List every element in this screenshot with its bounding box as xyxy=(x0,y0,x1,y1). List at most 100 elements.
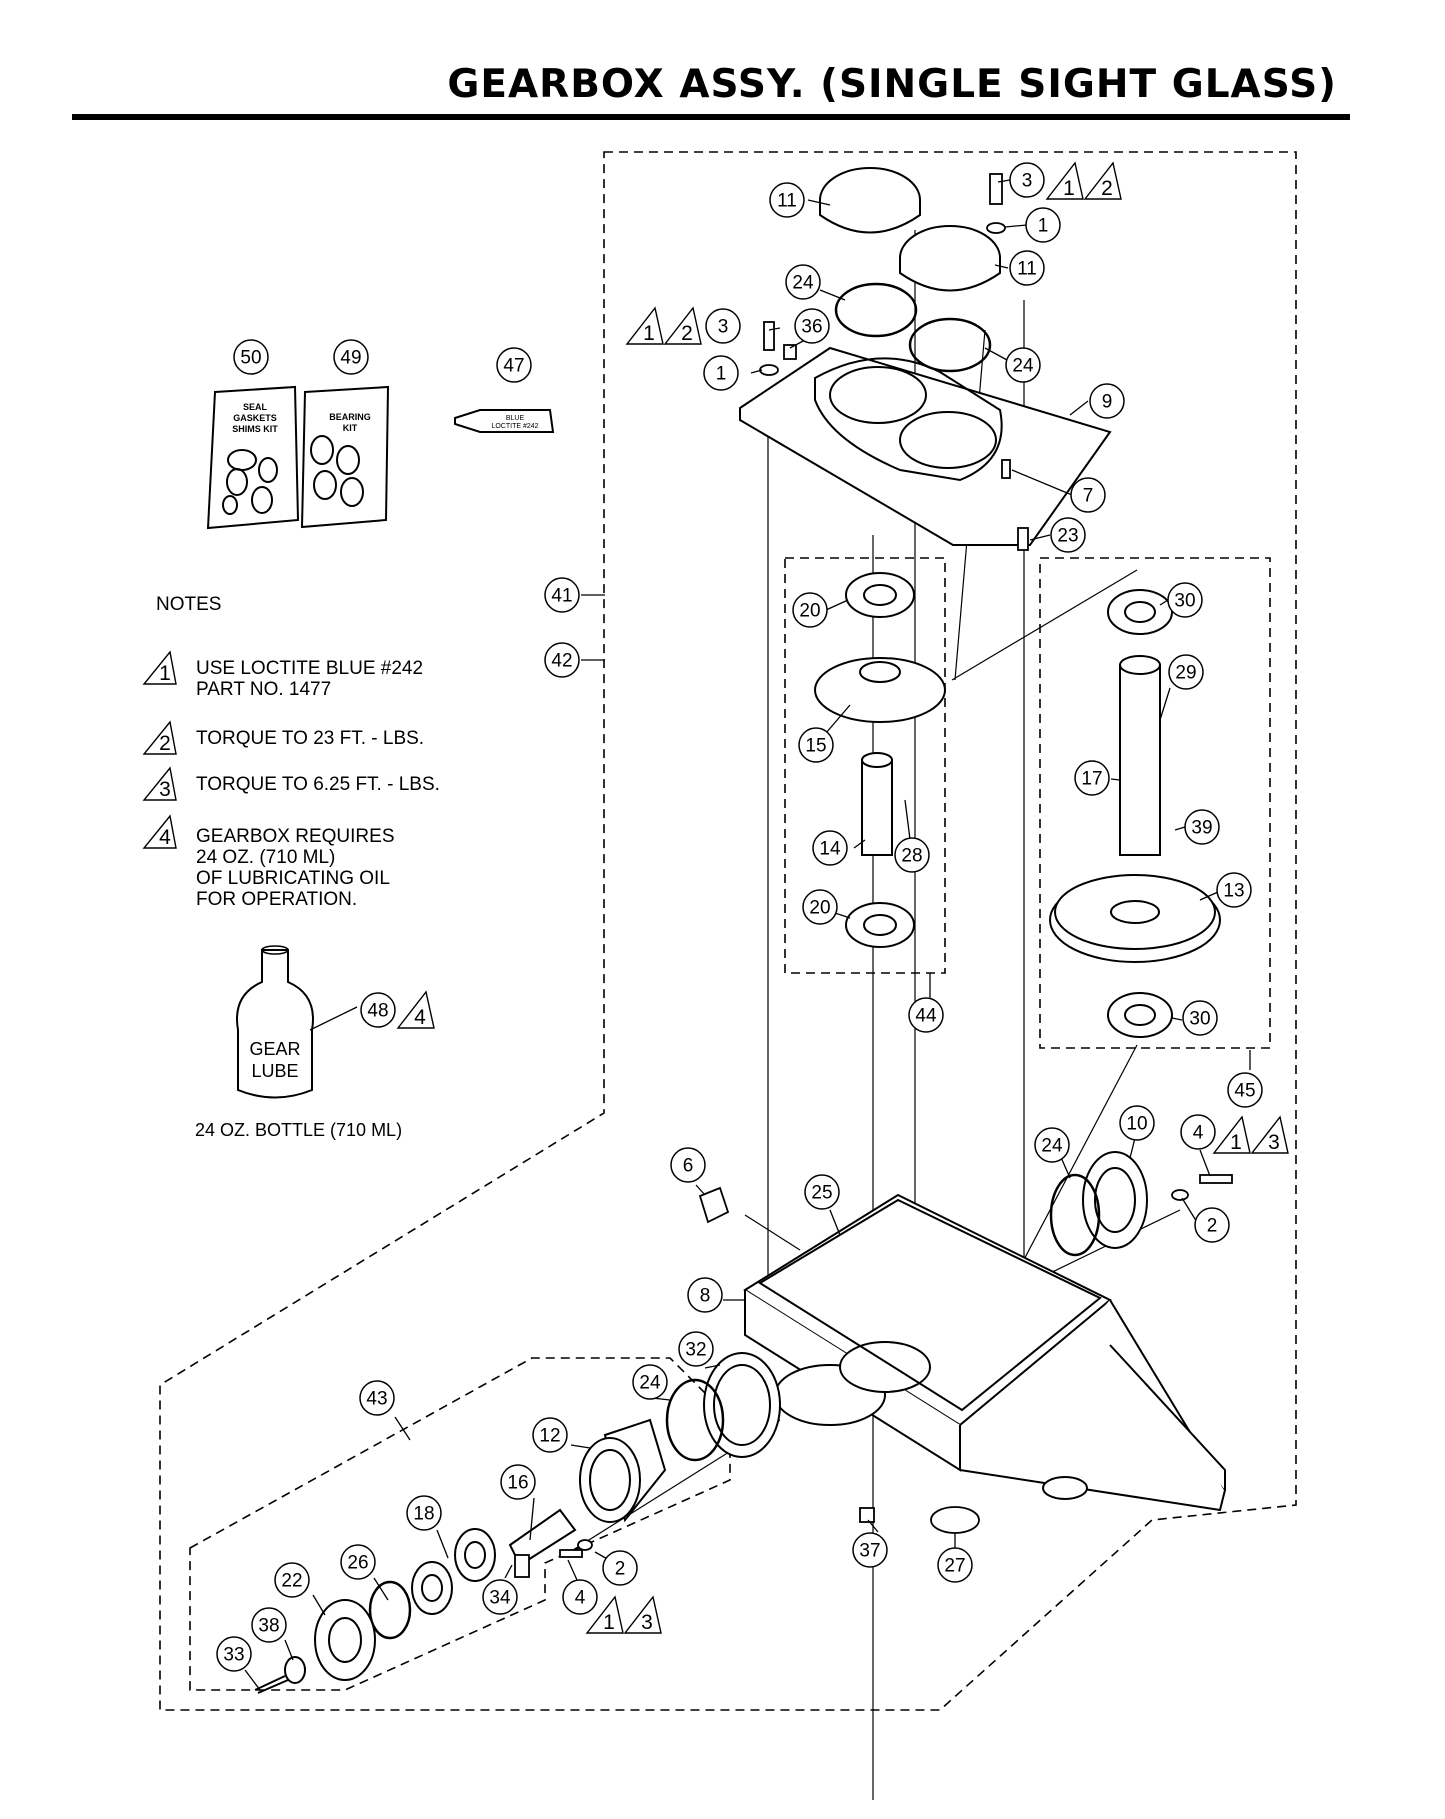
end-washer xyxy=(284,1656,306,1684)
callout-12: 12 xyxy=(532,1417,568,1453)
callout-17: 17 xyxy=(1074,760,1110,796)
callout-32: 32 xyxy=(678,1331,714,1367)
callout-label: 17 xyxy=(1081,769,1102,790)
note-4-text: GEARBOX REQUIRES 24 OZ. (710 ML) OF LUBR… xyxy=(196,826,395,910)
callout-9: 9 xyxy=(1089,383,1125,419)
note-ref-triangle: 1 xyxy=(625,306,664,345)
callout-label: 24 xyxy=(792,273,814,294)
callout-label: 36 xyxy=(801,317,822,338)
bottle-caption: 24 OZ. BOTTLE (710 ML) xyxy=(195,1120,403,1140)
callout-label: 14 xyxy=(819,839,841,860)
input-housing xyxy=(579,1418,667,1523)
callout-25: 25 xyxy=(804,1174,840,1210)
callout-label: 38 xyxy=(258,1616,279,1637)
callout-label: 16 xyxy=(507,1473,528,1494)
note-ref-triangle: 3 xyxy=(623,1595,662,1634)
input-gasket xyxy=(665,1378,725,1462)
callout-label: 28 xyxy=(901,846,922,867)
note-ref-label: 1 xyxy=(1063,177,1075,200)
callout-27: 27 xyxy=(937,1547,973,1583)
bevel-gear xyxy=(814,657,946,723)
callout-4: 4 xyxy=(562,1579,598,1615)
callout-24: 24 xyxy=(1034,1127,1070,1163)
housing-gasket xyxy=(758,1198,1102,1412)
callout-24: 24 xyxy=(785,264,821,300)
callout-48: 48 xyxy=(360,992,396,1028)
callout-label: 2 xyxy=(615,1559,626,1580)
callout-20: 20 xyxy=(792,592,828,628)
callout-label: 27 xyxy=(944,1556,965,1577)
note-ref-label: 4 xyxy=(414,1006,426,1029)
note-ref-label: 1 xyxy=(603,1611,615,1634)
note-3-text: TORQUE TO 6.25 FT. - LBS. xyxy=(196,774,440,795)
input-cover xyxy=(703,1352,781,1458)
callout-label: 3 xyxy=(718,317,729,338)
note-ref-label: 2 xyxy=(681,322,693,345)
spur-gear xyxy=(1049,874,1221,963)
svg-text:4: 4 xyxy=(159,826,171,849)
note-ref-triangle: 4 xyxy=(396,990,435,1029)
callout-label: 30 xyxy=(1189,1009,1210,1030)
note-ref-triangle: 2 xyxy=(663,306,702,345)
callout-29: 29 xyxy=(1168,654,1204,690)
callout-label: 44 xyxy=(915,1006,937,1027)
callout-label: 3 xyxy=(1022,171,1033,192)
callout-44: 44 xyxy=(908,997,944,1033)
callout-label: 33 xyxy=(223,1645,244,1666)
end-cap xyxy=(314,1599,376,1681)
note-ref-triangle: 2 xyxy=(1083,161,1122,200)
callout-3: 3 xyxy=(705,308,741,344)
callout-36: 36 xyxy=(794,308,830,344)
callout-42: 42 xyxy=(544,642,580,678)
callout-label: 12 xyxy=(539,1426,560,1447)
callout-37: 37 xyxy=(852,1532,888,1568)
kit-44-box xyxy=(784,557,946,974)
callout-15: 15 xyxy=(798,727,834,763)
callout-11: 11 xyxy=(1009,250,1045,286)
bearings xyxy=(845,572,1173,1038)
callout-23: 23 xyxy=(1050,517,1086,553)
callout-label: 30 xyxy=(1174,591,1195,612)
note-ref-triangle: 1 xyxy=(585,1595,624,1634)
callout-label: 13 xyxy=(1223,881,1244,902)
note-ref-triangle: 1 xyxy=(1212,1115,1251,1154)
callout-label: 49 xyxy=(340,348,361,369)
callout-label: 11 xyxy=(777,191,797,212)
callout-label: 34 xyxy=(489,1588,511,1609)
callout-43: 43 xyxy=(359,1380,395,1416)
callout-label: 8 xyxy=(700,1286,711,1307)
callout-39: 39 xyxy=(1184,809,1220,845)
pinion xyxy=(861,752,893,856)
callout-26: 26 xyxy=(340,1544,376,1580)
callout-label: 6 xyxy=(683,1156,694,1177)
callout-2: 2 xyxy=(1194,1207,1230,1243)
end-bolt xyxy=(254,1675,289,1694)
callout-label: 47 xyxy=(503,356,524,377)
gear-lube-bottle xyxy=(236,949,314,1099)
input-oring xyxy=(368,1580,412,1640)
callout-label: 23 xyxy=(1057,526,1078,547)
note-1-icon: 1 xyxy=(142,650,177,685)
note-ref-triangle: 1 xyxy=(1045,161,1084,200)
side-cover xyxy=(1082,1151,1148,1249)
callout-24: 24 xyxy=(632,1364,668,1400)
callout-2: 2 xyxy=(602,1550,638,1586)
callout-label: 48 xyxy=(367,1001,388,1022)
callout-label: 4 xyxy=(575,1588,586,1609)
callout-41: 41 xyxy=(544,577,580,613)
callout-16: 16 xyxy=(500,1464,536,1500)
callout-49: 49 xyxy=(333,339,369,375)
callout-14: 14 xyxy=(812,830,848,866)
loctite-tube xyxy=(454,409,555,433)
callout-label: 41 xyxy=(551,586,572,607)
callout-label: 29 xyxy=(1175,663,1196,684)
note-ref-label: 3 xyxy=(1268,1131,1280,1154)
callout-label: 7 xyxy=(1083,486,1094,507)
top-covers xyxy=(819,167,1001,292)
svg-text:1: 1 xyxy=(159,662,171,685)
callout-label: 25 xyxy=(811,1183,832,1204)
